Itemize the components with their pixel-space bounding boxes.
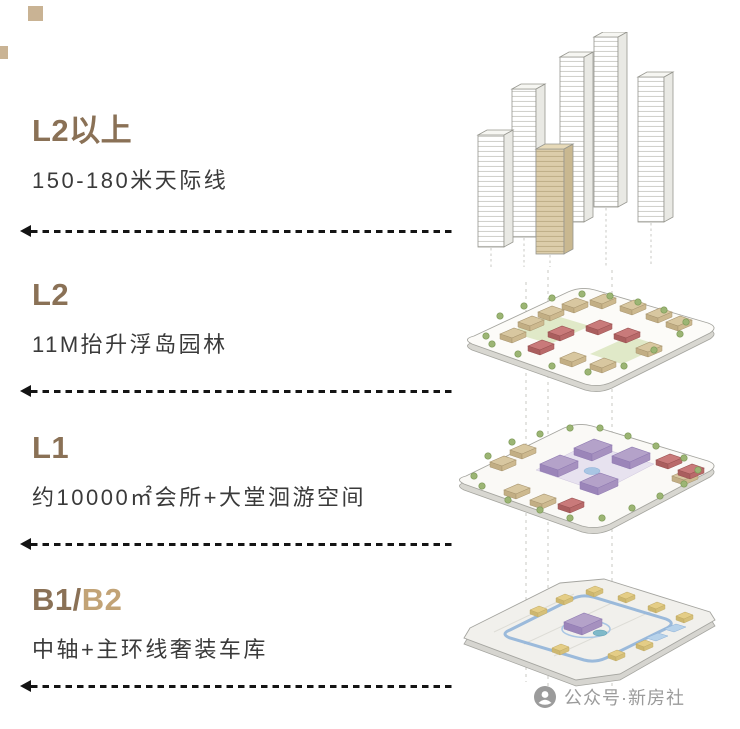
- layer-title-b2-part: B2: [81, 582, 123, 617]
- layer-title-b1b2: B1/B2: [32, 582, 268, 617]
- layer-subtitle-b1b2: 中轴+主环线奢装车库: [32, 636, 268, 662]
- layer-label-l1: L1 约10000㎡会所+大堂洄游空间: [32, 430, 367, 512]
- layer-title-l2: L2: [32, 277, 70, 312]
- dashed-arrow-b1b2: [20, 680, 456, 691]
- tower-drop-lines: [490, 208, 652, 267]
- dashed-arrow-l2plus: [20, 225, 456, 236]
- dashed-arrow-l1: [20, 538, 456, 549]
- l2-garden-illustration: [467, 287, 715, 392]
- watermark-text: 公众号·新房社: [564, 688, 685, 708]
- l1-clubhouse-illustration: [459, 423, 715, 534]
- layer-label-l2: L2 11M抬升浮岛园林: [32, 277, 228, 359]
- tower: [592, 32, 628, 208]
- watermark: 公众号·新房社: [533, 684, 685, 710]
- layer-title-b1-part: B1/: [32, 582, 82, 617]
- l1-pool: [583, 467, 601, 475]
- layer-subtitle-l2: 11M抬升浮岛园林: [32, 331, 228, 357]
- layer-title-l2plus: L2以上: [32, 113, 133, 148]
- layer-subtitle-l2plus: 150-180米天际线: [32, 167, 229, 193]
- tower-cluster: [476, 32, 675, 255]
- layer-subtitle-l1: 约10000㎡会所+大堂洄游空间: [32, 484, 367, 510]
- l2-lawns: [510, 314, 662, 364]
- watermark-logo-icon: [534, 686, 556, 708]
- dashed-arrow-l2: [20, 385, 456, 396]
- tower: [636, 71, 675, 223]
- towers-illustration: [476, 32, 675, 267]
- decor-square-left: [0, 46, 8, 59]
- tower: [476, 129, 515, 248]
- decor-square-top: [28, 6, 43, 21]
- layer-title-l1: L1: [32, 430, 70, 465]
- b1b2-garage-illustration: [463, 578, 716, 687]
- tower-beige: [534, 143, 575, 255]
- layer-label-l2plus: L2以上 150-180米天际线: [32, 113, 229, 195]
- b1b2-teal-core: [592, 629, 608, 637]
- tower: [558, 51, 595, 223]
- layer-label-b1b2: B1/B2 中轴+主环线奢装车库: [32, 582, 268, 664]
